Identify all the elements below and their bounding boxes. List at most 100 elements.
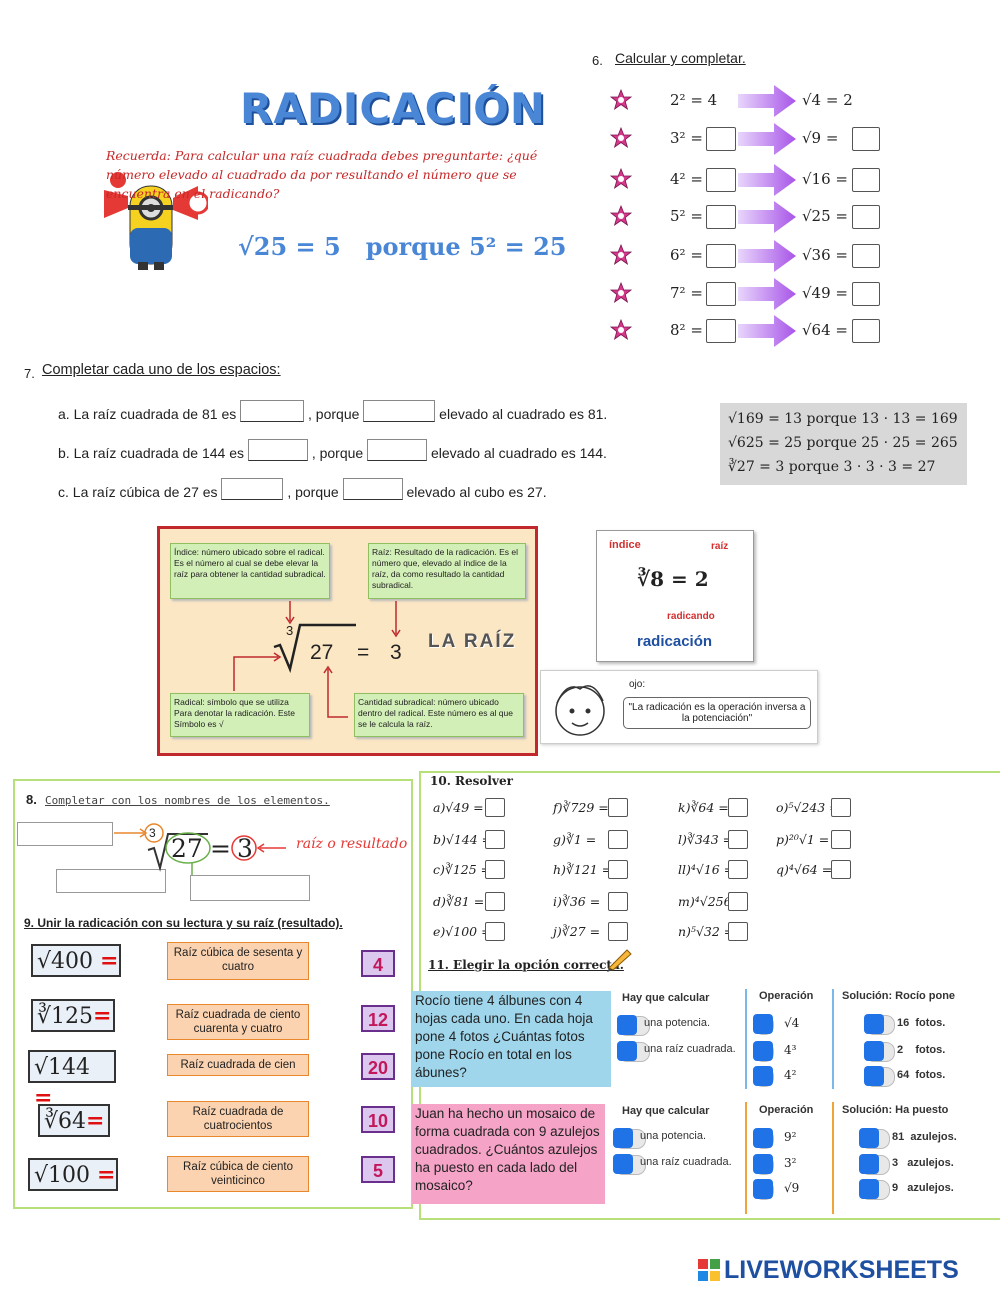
s6-root-answer[interactable] [852,282,880,306]
s6-power-answer[interactable] [706,168,736,192]
s8-equals: = [210,834,231,863]
s9-reading[interactable]: Raíz cúbica de ciento veinticinco [167,1156,309,1192]
s9-reading[interactable]: Raíz cúbica de sesenta y cuatro [167,942,309,980]
s10-answer-box[interactable] [831,860,851,879]
s6-power-answer[interactable] [706,282,736,306]
s7-examples-box: √169 = 13 porque 13 · 13 = 169 √625 = 25… [720,403,967,485]
solution-toggle[interactable] [864,1014,895,1035]
option-toggle[interactable] [617,1041,650,1062]
s10-answer-box[interactable] [608,860,628,879]
s9-reading[interactable]: Raíz cuadrada de cuatrocientos [167,1101,309,1137]
s9-number[interactable]: 20 [361,1053,395,1080]
q2-text: Juan ha hecho un mosaico de forma cuadra… [412,1104,605,1204]
s8-input-index[interactable] [17,822,113,846]
diagram-result: 3 [390,641,402,664]
s6-power-answer[interactable] [706,319,736,343]
option-label: una potencia. [640,1130,707,1142]
s8-input-radical[interactable] [56,869,166,893]
option-label: una raíz cuadrada. [640,1156,732,1168]
s9-radical: ∛125= [31,999,115,1032]
s6-power-answer[interactable] [706,127,736,151]
option-label: una potencia. [644,1017,711,1029]
s10-answer-box[interactable] [728,798,748,817]
s7-c-blank2[interactable] [342,478,403,500]
s7-line-b: b. La raíz cuadrada de 144 es , porque e… [58,439,607,461]
s10-answer-box[interactable] [831,830,851,849]
s10-answer-box[interactable] [608,830,628,849]
s10-answer-box[interactable] [728,922,748,941]
boy-face-illustration [555,685,605,736]
s10-expression: n)⁵√32 = [678,924,735,939]
diagram-arrows [233,601,401,718]
s9-number[interactable]: 12 [361,1005,395,1032]
s7-a-blank2[interactable] [363,400,436,422]
s10-answer-box[interactable] [728,860,748,879]
s6-power-answer[interactable] [706,205,736,229]
s9-reading[interactable]: Raíz cuadrada de ciento cuarenta y cuatr… [167,1004,309,1040]
operation-toggle[interactable] [753,1066,774,1087]
s6-root-answer[interactable] [852,205,880,229]
diagram-radicand: 27 [310,641,334,664]
solution-toggle[interactable] [864,1066,895,1087]
solution-toggle[interactable] [859,1128,890,1149]
s10-answer-box[interactable] [728,892,748,911]
solution-toggle[interactable] [859,1154,890,1175]
s10-answer-box[interactable] [485,892,505,911]
small-caption: radicación [637,633,713,650]
s6-power: 6² = [670,246,703,264]
s6-root-answer[interactable] [852,319,880,343]
s10-answer-box[interactable] [608,798,628,817]
star-icon [609,88,633,111]
arrow-right-icon [738,201,796,233]
s6-root-answer[interactable] [852,244,880,268]
s7-b-blank1[interactable] [247,439,308,461]
s10-expression: p)²⁰√1 = [776,832,830,847]
solution-toggle[interactable] [864,1041,895,1062]
s10-answer-box[interactable] [485,860,505,879]
s6-root: √36 = [802,246,848,264]
s9-title: 9. Unir la radicación con su lectura y s… [24,916,343,930]
s10-answer-box[interactable] [608,922,628,941]
s10-expression: a)√49 = [433,800,484,815]
s6-root-answer[interactable] [852,168,880,192]
q2-area: Hay que calcular Operación Solución: Ha … [606,1098,978,1216]
s10-answer-box[interactable] [831,798,851,817]
operation-toggle[interactable] [753,1014,774,1035]
s10-expression: k)∛64 = [678,800,729,815]
minion-illustration [98,168,210,273]
s9-number[interactable]: 10 [361,1106,395,1133]
s9-number[interactable]: 5 [361,1156,395,1183]
operation-label: √4 [784,1016,800,1030]
option-toggle[interactable] [617,1015,650,1036]
operation-toggle[interactable] [753,1154,774,1175]
s8-result: 3 [237,834,253,863]
ojo-label: ojo: [629,679,646,690]
option-toggle[interactable] [613,1128,646,1149]
s10-answer-box[interactable] [485,830,505,849]
solution-toggle[interactable] [859,1179,890,1200]
s10-answer-box[interactable] [728,830,748,849]
s7-c-blank1[interactable] [221,478,284,500]
q1-header-op: Operación [759,990,814,1002]
s7-a-blank1[interactable] [240,400,305,422]
operation-toggle[interactable] [753,1128,774,1149]
s10-answer-box[interactable] [485,922,505,941]
operation-toggle[interactable] [753,1041,774,1062]
star-icon [609,281,633,304]
s10-answer-box[interactable] [608,892,628,911]
s8-input-radicand[interactable] [190,875,310,901]
q1-divider-2 [832,989,834,1089]
s6-root-answer[interactable] [852,127,880,151]
s6-power-answer[interactable] [706,244,736,268]
s10-expression: g)∛1 = [553,832,597,847]
s10-answer-box[interactable] [485,798,505,817]
s8-number: 8. [26,792,37,807]
s9-number[interactable]: 4 [361,950,395,977]
operation-toggle[interactable] [753,1179,774,1200]
s7-b-blank2[interactable] [367,439,428,461]
s9-reading[interactable]: Raíz cuadrada de cien [167,1054,309,1076]
option-toggle[interactable] [613,1154,646,1175]
s8-diagram-lines [114,823,286,875]
q2-header-calc: Hay que calcular [622,1105,710,1117]
s6-root: √9 = [802,129,839,147]
